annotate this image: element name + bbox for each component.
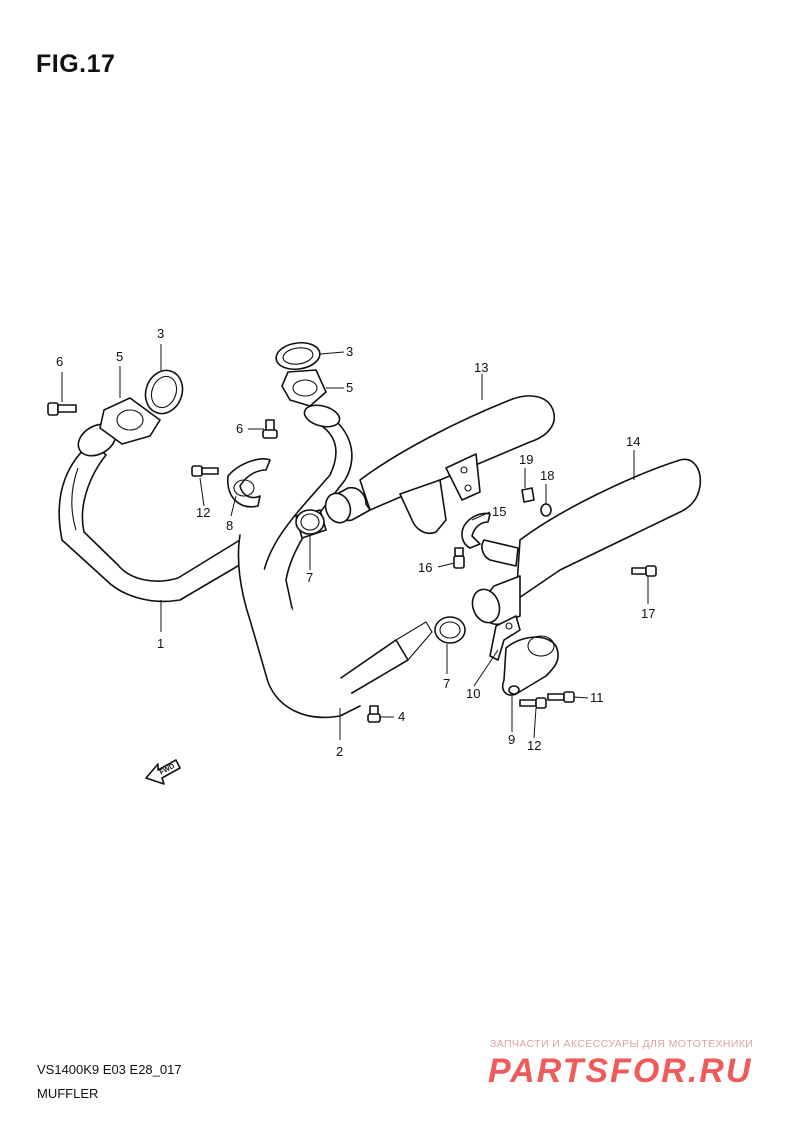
callout-5b: 5 bbox=[346, 380, 353, 395]
exhaust-gasket-rear[interactable] bbox=[274, 340, 321, 372]
watermark-tagline: ЗАПЧАСТИ И АКСЕССУАРЫ ДЛЯ МОТОТЕХНИКИ bbox=[490, 1038, 754, 1050]
muffler-connector-rear[interactable] bbox=[434, 616, 466, 644]
bracket-bolt-right[interactable] bbox=[547, 691, 575, 703]
exhaust-flange-front[interactable] bbox=[99, 397, 161, 445]
clamp-bolt-rear[interactable] bbox=[453, 547, 465, 569]
muffler-lower[interactable] bbox=[468, 458, 702, 626]
bracket-bolt-left[interactable] bbox=[519, 697, 547, 709]
exhaust-gasket-front[interactable] bbox=[140, 365, 189, 419]
muffler-mount-washer[interactable] bbox=[540, 503, 552, 517]
callout-17: 17 bbox=[641, 606, 655, 621]
muffler-connector-front[interactable] bbox=[295, 509, 327, 539]
callout-16: 16 bbox=[418, 560, 432, 575]
heat-cover[interactable] bbox=[501, 635, 559, 696]
callout-12a: 12 bbox=[196, 505, 210, 520]
callout-10: 10 bbox=[466, 686, 480, 701]
callout-18: 18 bbox=[540, 468, 554, 483]
watermark-logo: PARTSFOR.RU bbox=[488, 1052, 753, 1090]
muffler-upper[interactable] bbox=[322, 395, 555, 535]
callout-6b: 6 bbox=[236, 421, 243, 436]
callout-11: 11 bbox=[590, 690, 604, 705]
callout-19: 19 bbox=[519, 452, 533, 467]
callout-8: 8 bbox=[226, 518, 233, 533]
callout-12b: 12 bbox=[527, 738, 541, 753]
clamp-bolt-front[interactable] bbox=[191, 465, 219, 477]
callout-4: 4 bbox=[398, 709, 405, 724]
figure-title: FIG.17 bbox=[36, 50, 116, 78]
flange-bolt-front[interactable] bbox=[47, 402, 77, 416]
muffler-bracket[interactable] bbox=[489, 615, 521, 661]
pipe-bolt-4[interactable] bbox=[367, 705, 381, 723]
leader-lines bbox=[61, 344, 649, 740]
diagram-name: MUFFLER bbox=[37, 1086, 99, 1101]
exhaust-pipe-rear[interactable] bbox=[237, 402, 433, 719]
forward-direction-indicator: FWD bbox=[145, 759, 181, 785]
callout-9: 9 bbox=[508, 732, 515, 747]
muffler-mount-nut[interactable] bbox=[521, 487, 535, 503]
callout-15: 15 bbox=[492, 504, 506, 519]
callout-14: 14 bbox=[626, 434, 640, 449]
callout-5a: 5 bbox=[116, 349, 123, 364]
exhaust-flange-rear[interactable] bbox=[281, 369, 327, 407]
callout-6a: 6 bbox=[56, 354, 63, 369]
callout-3b: 3 bbox=[346, 344, 353, 359]
callout-labels: 1 2 3 3 4 5 5 6 6 7 7 8 9 10 11 12 12 13… bbox=[56, 326, 655, 759]
pipe-clamp-rear[interactable] bbox=[461, 512, 491, 549]
diagram-code: VS1400K9 E03 E28_017 bbox=[37, 1062, 182, 1077]
bracket-washer[interactable] bbox=[508, 685, 520, 695]
flange-bolt-rear[interactable] bbox=[262, 419, 278, 439]
callout-7a: 7 bbox=[306, 570, 313, 585]
exhaust-pipe-front[interactable] bbox=[58, 441, 249, 603]
callout-13: 13 bbox=[474, 360, 488, 375]
callout-1: 1 bbox=[157, 636, 164, 651]
callout-2: 2 bbox=[336, 744, 343, 759]
callout-3a: 3 bbox=[157, 326, 164, 341]
callout-7b: 7 bbox=[443, 676, 450, 691]
pipe-clamp-front[interactable] bbox=[227, 458, 271, 508]
muffler-mount-bolt[interactable] bbox=[631, 565, 657, 577]
